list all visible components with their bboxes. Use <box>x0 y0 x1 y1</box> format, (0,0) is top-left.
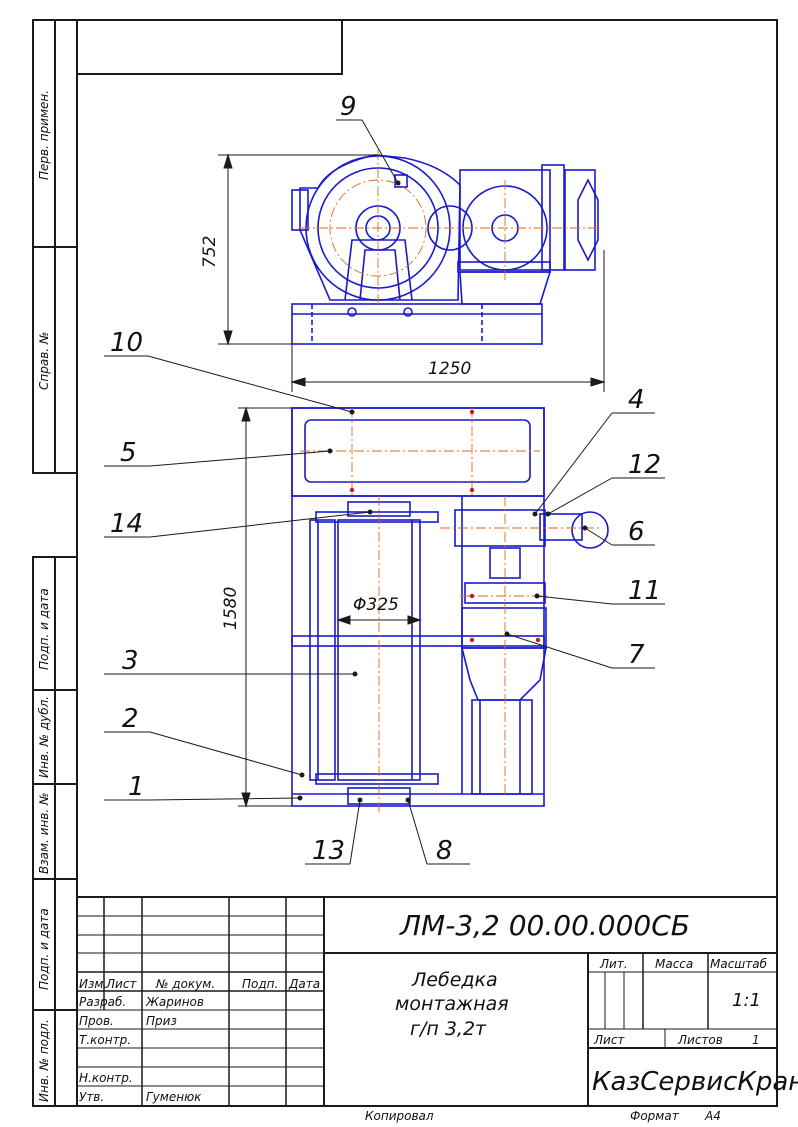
product-name-line1: Лебедка <box>411 969 498 991</box>
outer-frame <box>76 19 778 1107</box>
scale-value: 1:1 <box>732 990 761 1011</box>
plan-view <box>291 407 609 807</box>
plan-frame <box>291 407 545 807</box>
product-name-line3: г/п 3,2т <box>410 1018 487 1040</box>
role-nkontr: Н.контр. <box>79 1071 133 1085</box>
header-masshtab: Масштаб <box>710 957 768 971</box>
company-name: КазСервисКран <box>592 1067 798 1097</box>
header-lit: Лит. <box>599 957 628 971</box>
header-data: Дата <box>288 977 320 991</box>
header-doc-no: № докум. <box>155 977 215 991</box>
side-label-podp-data-bottom: Подп. и дата <box>37 908 51 990</box>
title-block-text: ЛМ-3,2 00.00.000СБ Лебедка монтажная г/п… <box>79 909 798 1104</box>
callout-8: 8 <box>436 836 453 866</box>
callout-9: 9 <box>340 92 357 122</box>
sheets-count: 1 <box>752 1033 760 1047</box>
format-value: А4 <box>704 1109 721 1123</box>
dimension-1580-label: 1580 <box>221 587 241 630</box>
callout-4: 4 <box>628 385 645 415</box>
drum-flange-bottom <box>315 773 439 785</box>
callout-2: 2 <box>122 704 139 734</box>
callout-numbers: 1 2 3 4 5 6 7 8 9 10 11 12 13 14 <box>110 92 661 866</box>
role-tkontr: Т.контр. <box>79 1033 131 1047</box>
callout-5: 5 <box>120 438 137 468</box>
callout-11: 11 <box>628 576 661 606</box>
top-left-stamp-box <box>76 19 343 75</box>
product-name-line2: монтажная <box>395 993 509 1015</box>
role-utv: Утв. <box>79 1090 104 1104</box>
reducer-housing <box>299 154 461 301</box>
elevation-base-frame <box>291 303 543 345</box>
elevation-centerlines <box>300 150 600 306</box>
side-label-inv-dubl: Инв. № дубл. <box>37 696 51 778</box>
dimension-1580 <box>238 406 292 808</box>
callout-7: 7 <box>628 640 645 670</box>
motor-body <box>461 607 547 649</box>
side-label-sprav-no: Справ. № <box>37 332 51 390</box>
dimension-752 <box>218 153 380 346</box>
side-labels: Перв. примен. Справ. № Подп. и дата Инв.… <box>37 90 51 1102</box>
callout-3: 3 <box>122 646 139 676</box>
format-label: Формат <box>630 1109 680 1123</box>
name-prov: Приз <box>146 1014 177 1028</box>
dimension-1250 <box>290 250 606 392</box>
copied-label: Копировал <box>365 1109 434 1123</box>
sheet-label: Лист <box>593 1033 625 1047</box>
brake-pulley <box>571 511 609 549</box>
sheets-label: Листов <box>677 1033 723 1047</box>
callout-13: 13 <box>312 836 345 866</box>
sheet-frame <box>32 19 778 1107</box>
side-label-perv-primen: Перв. примен. <box>37 90 51 180</box>
name-razrab: Жаринов <box>145 995 204 1009</box>
callout-1: 1 <box>128 772 145 802</box>
plan-centerlines <box>300 408 600 812</box>
footer: Копировал Формат А4 <box>365 1109 721 1123</box>
dimension-752-label: 752 <box>200 236 220 268</box>
side-label-podp-data-top: Подп. и дата <box>37 588 51 670</box>
header-massa: Масса <box>655 957 693 971</box>
elevation-view <box>291 154 599 345</box>
header-podp: Подп. <box>242 977 278 991</box>
dimension-diameter <box>336 615 422 625</box>
role-razrab: Разраб. <box>79 995 126 1009</box>
dimension-1250-label: 1250 <box>428 359 471 379</box>
header-izm: Изм. <box>79 977 107 991</box>
side-label-vzam-inv: Взам. инв. № <box>37 793 51 874</box>
callout-10: 10 <box>110 328 143 358</box>
designation: ЛМ-3,2 00.00.000СБ <box>399 909 690 942</box>
title-block-grid <box>77 896 777 1106</box>
role-prov: Пров. <box>79 1014 114 1028</box>
callout-6: 6 <box>628 517 645 547</box>
callout-leaders <box>104 119 665 865</box>
name-utv: Гуменюк <box>146 1090 202 1104</box>
brake-electromagnet <box>577 178 599 262</box>
callout-12: 12 <box>628 450 661 480</box>
header-list: Лист <box>105 977 137 991</box>
side-label-inv-podl: Инв. № подл. <box>37 1019 51 1102</box>
motor-housing <box>460 647 547 701</box>
drum-flange-top <box>315 511 439 523</box>
callout-14: 14 <box>110 509 143 539</box>
dimension-diameter-label: Φ325 <box>353 595 399 615</box>
